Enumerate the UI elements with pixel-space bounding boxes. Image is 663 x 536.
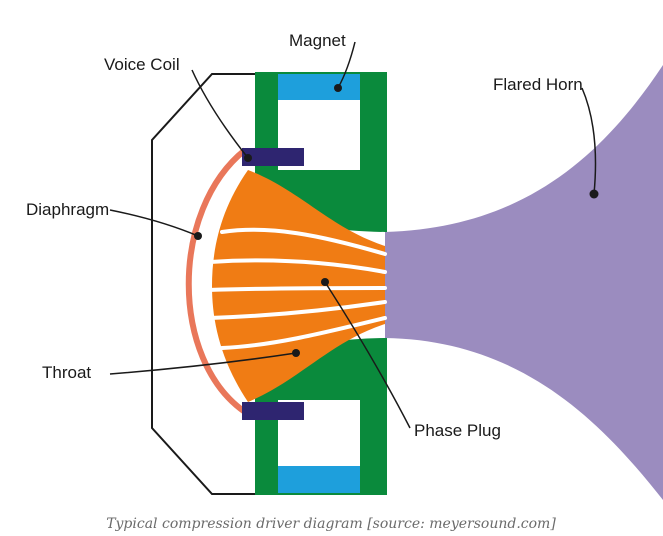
figure-caption: Typical compression driver diagram [sour… bbox=[106, 516, 556, 532]
leader-lines bbox=[109, 41, 597, 429]
voice-coil-bottom bbox=[242, 402, 304, 420]
label-diaphragm: Diaphragm bbox=[26, 200, 109, 219]
flared-horn bbox=[385, 65, 663, 500]
voice-coil-top bbox=[242, 148, 304, 166]
driver-housing-outline bbox=[151, 73, 258, 495]
label-throat: Throat bbox=[42, 363, 91, 382]
phase-plug-slots bbox=[206, 227, 387, 350]
diaphragm bbox=[185, 147, 247, 415]
label-phase-plug: Phase Plug bbox=[414, 421, 501, 440]
leader-dots bbox=[194, 84, 599, 357]
label-magnet: Magnet bbox=[289, 31, 346, 50]
label-voice-coil: Voice Coil bbox=[104, 55, 180, 74]
label-flared-horn: Flared Horn bbox=[493, 75, 583, 94]
